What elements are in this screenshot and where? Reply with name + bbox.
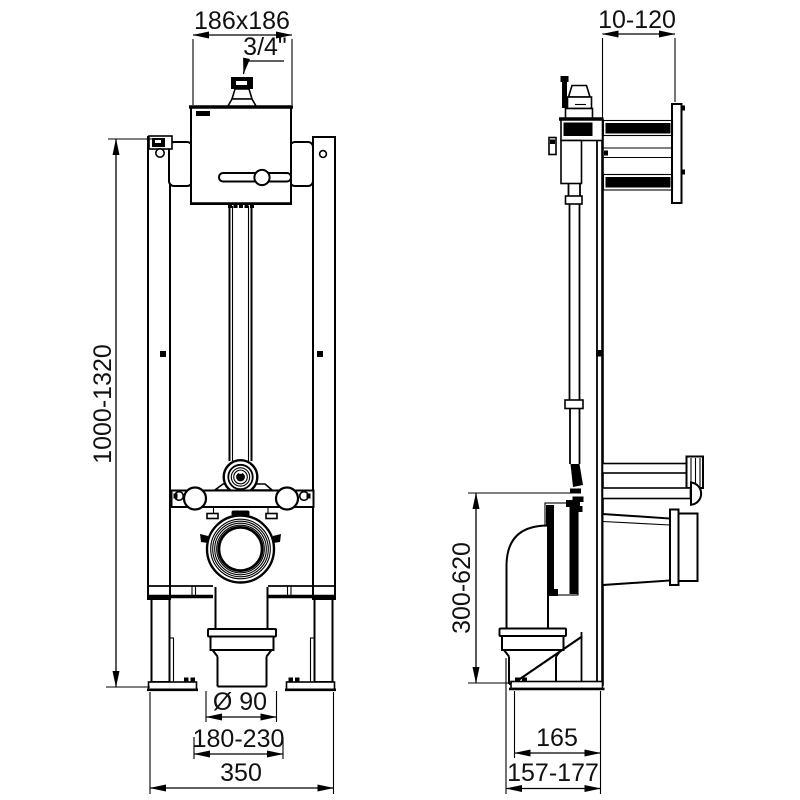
dim-depth-inner-label: 165 (536, 724, 578, 752)
bottom-cross-member (148, 585, 335, 599)
base-plate-side (510, 680, 604, 690)
wc-outlet-connector (601, 508, 699, 587)
dim-wall-distance-label: 10-120 (598, 6, 676, 34)
dim-outlet-diameter: Ø 90 (205, 688, 278, 722)
dim-outlet-height: 300-620 (448, 492, 570, 684)
mounting-bar (170, 486, 315, 511)
rail-joint-mark-left (160, 351, 166, 357)
cistern-tank-side (548, 117, 604, 185)
wall-rod-top (602, 119, 674, 137)
brand-mark (196, 111, 210, 116)
dim-depth-inner: 165 (513, 691, 602, 794)
fill-valve (226, 77, 258, 107)
wall-clamp-side (548, 136, 557, 156)
dim-inlet-label: 3/4" (243, 33, 287, 61)
dim-tank-size-label: 186x186 (194, 7, 290, 35)
dim-frame-width-label: 350 (220, 759, 262, 787)
flush-pipe-side (564, 183, 584, 512)
drain-outlet (200, 507, 281, 584)
wc-stud-left (182, 486, 208, 511)
tank-bracket-right (289, 141, 314, 187)
dim-frame-height: 1000-1320 (89, 138, 152, 688)
dim-depth-total-label: 157-177 (507, 759, 599, 787)
dim-depth-total: 157-177 (505, 658, 601, 794)
dim-outlet-range: 180-230 (193, 725, 285, 759)
drain-pipe (207, 587, 277, 688)
dim-outlet-range-label: 180-230 (193, 725, 285, 753)
wall-rod-bottom (602, 173, 674, 191)
foot-side (509, 632, 605, 691)
rail-hole-right (318, 149, 328, 159)
rail-joint-mark-side (596, 350, 604, 357)
diagonal-brace (514, 635, 583, 683)
elbow-connector (544, 500, 580, 596)
dim-outlet-height-label: 300-620 (448, 542, 476, 634)
wall-plate (671, 103, 685, 204)
flush-connection-capped (601, 455, 704, 489)
dim-tank-size: 186x186 (192, 7, 293, 105)
fill-valve-side (560, 76, 594, 120)
base-plate-left (147, 681, 198, 691)
frame-rail-right (312, 136, 336, 600)
dim-wall-distance: 10-120 (598, 6, 676, 118)
frame-rail-left (147, 136, 171, 600)
wall-clamp (148, 135, 173, 159)
dim-frame-width: 350 (149, 692, 335, 794)
flush-bend-connection (212, 459, 275, 496)
rail-joint-mark-right (317, 351, 323, 357)
flush-lever (218, 168, 292, 187)
mounting-stud-side (601, 481, 703, 506)
front-view: 186x186 3/4" 1000-1320 Ø 90 180-230 (89, 7, 336, 794)
base-plate-right (285, 681, 336, 691)
cistern-tank (189, 105, 293, 208)
adjustable-feet (147, 598, 336, 692)
dim-inlet: 3/4" (242, 33, 287, 75)
dim-outlet-diameter-label: Ø 90 (213, 688, 267, 716)
side-view: 10-120 300-620 165 157-177 (448, 6, 704, 794)
wall-rod-middle (603, 147, 672, 159)
flush-pipe (228, 206, 253, 461)
wc-stud-right (274, 486, 300, 511)
dim-frame-height-label: 1000-1320 (89, 344, 117, 464)
